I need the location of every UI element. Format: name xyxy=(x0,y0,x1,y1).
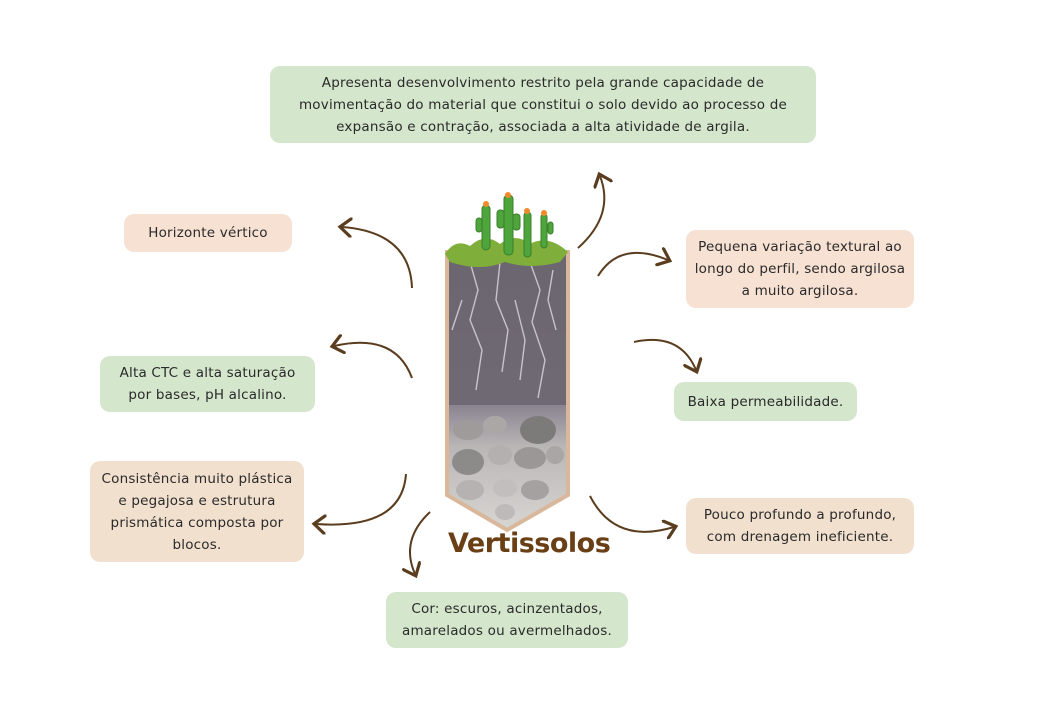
info-box-top: Apresenta desenvolvimento restrito pela … xyxy=(270,66,816,143)
info-box-horizon: Horizonte vértico xyxy=(124,214,292,252)
info-box-depth: Pouco profundo a profundo, com drenagem … xyxy=(686,498,914,554)
arrow-to-permeability xyxy=(633,338,696,370)
arrow-to-ctc xyxy=(334,343,413,379)
info-box-color: Cor: escuros, acinzentados, amarelados o… xyxy=(386,592,628,648)
info-box-ctc: Alta CTC e alta saturação por bases, pH … xyxy=(100,356,315,412)
info-box-permeability: Baixa permeabilidade. xyxy=(674,382,857,421)
info-box-consistency: Consistência muito plástica e pegajosa e… xyxy=(90,461,304,562)
info-box-texture: Pequena variação textural ao longo do pe… xyxy=(686,230,914,308)
diagram-title: Vertissolos xyxy=(448,528,611,559)
arrow-to-depth xyxy=(589,495,674,532)
arrow-to-texture xyxy=(597,253,668,277)
arrow-to-horizon xyxy=(342,227,413,289)
arrow-to-top xyxy=(577,176,604,249)
soil-profile-illustration xyxy=(445,192,570,533)
arrow-to-consistency xyxy=(316,473,407,525)
arrow-to-color xyxy=(410,511,431,574)
rock-layer xyxy=(452,416,564,520)
